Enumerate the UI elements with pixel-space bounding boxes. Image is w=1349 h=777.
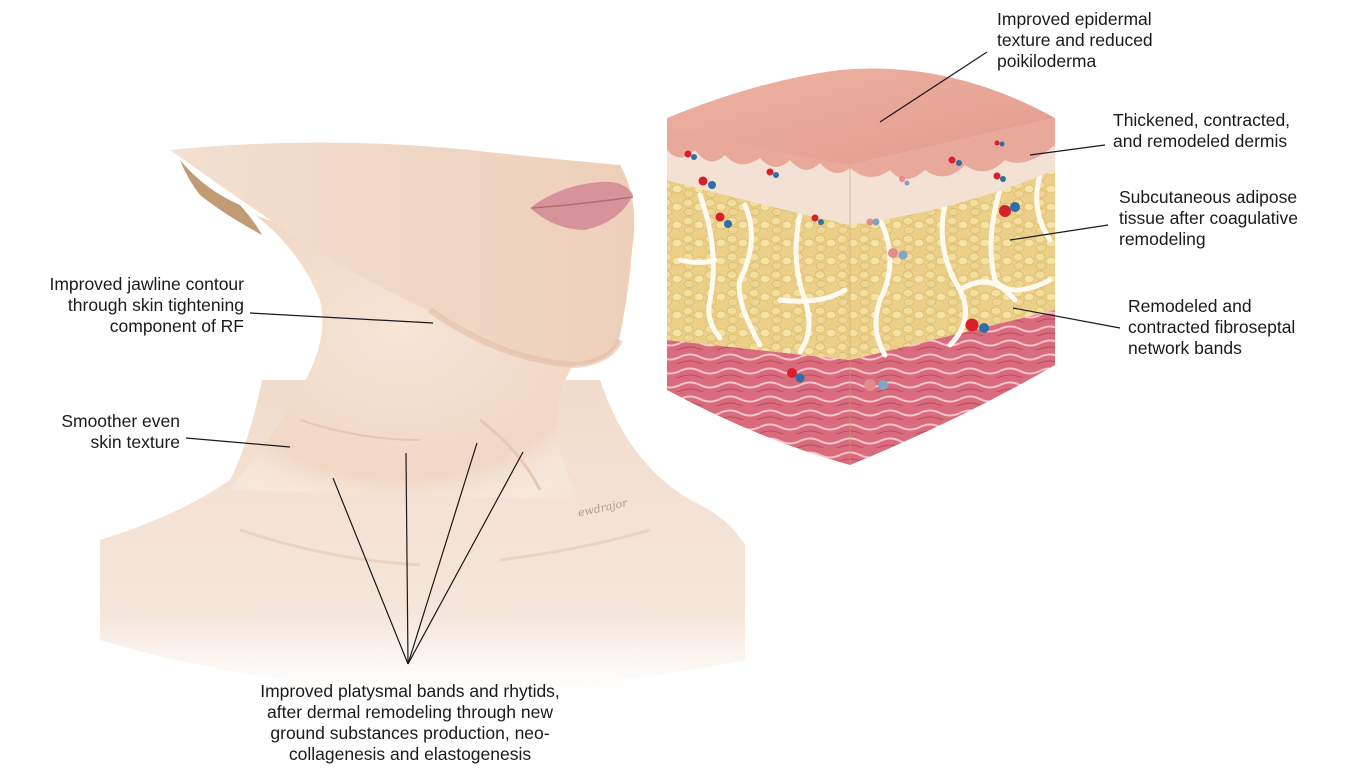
label-adipose: Subcutaneous adipose tissue after coagul… — [1119, 187, 1298, 250]
label-dermis: Thickened, contracted, and remodeled der… — [1113, 110, 1290, 152]
label-platysmal: Improved platysmal bands and rhytids, af… — [220, 681, 600, 765]
neck-illustration: ewdrajor — [100, 143, 745, 691]
label-smoother: Smoother even skin texture — [20, 411, 180, 453]
muscle-layer-front — [667, 340, 850, 465]
label-fibroseptal: Remodeled and contracted fibroseptal net… — [1128, 296, 1295, 359]
label-epidermis: Improved epidermal texture and reduced p… — [997, 9, 1153, 72]
skin-block-illustration — [667, 69, 1055, 465]
label-jawline: Improved jawline contour through skin ti… — [4, 274, 244, 337]
